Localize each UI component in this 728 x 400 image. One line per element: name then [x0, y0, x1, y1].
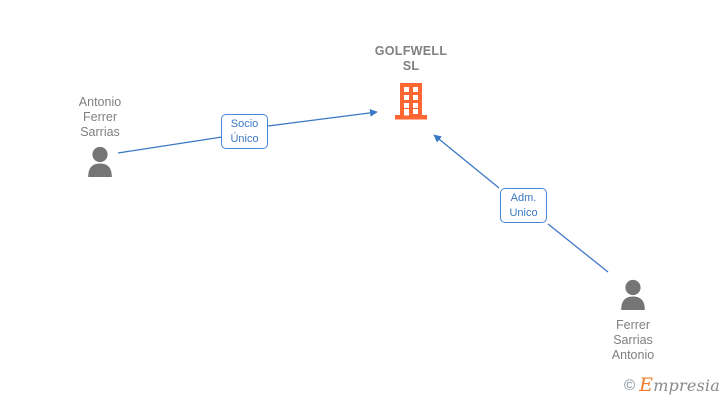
company-name-line2: SL — [402, 59, 420, 73]
person-right-icon-wrapper — [578, 278, 688, 314]
relation-label-socio-unico[interactable]: Socio Único — [221, 114, 268, 149]
edge-adm-unico-segment-1 — [547, 223, 609, 273]
relation-socio-line2: Único — [230, 133, 259, 145]
company-name-line1: GOLFWELL — [374, 44, 448, 58]
person-left-name-line1: Antonio — [78, 95, 122, 109]
relation-label-adm-unico[interactable]: Adm. Unico — [500, 188, 547, 223]
person-right-name-line2: Sarrias — [613, 333, 653, 347]
edge-socio-unico-segment-1 — [117, 136, 223, 154]
person-left-name-line3: Sarrias — [80, 125, 120, 139]
relation-socio-line1: Socio — [230, 118, 259, 130]
building-icon-wrapper — [356, 81, 466, 121]
brand-rest: mpresia — [653, 376, 720, 395]
building-icon — [395, 83, 427, 120]
person-icon — [621, 279, 645, 310]
person-left-icon-wrapper — [45, 145, 155, 181]
edge-socio-unico-segment-2 — [267, 109, 378, 127]
brand-name: Empresia — [639, 376, 720, 395]
relation-adm-line2: Unico — [509, 207, 538, 219]
company-node-golfwell[interactable]: GOLFWELL SL — [356, 44, 466, 121]
person-node-antonio-ferrer-sarrias[interactable]: Antonio Ferrer Sarrias — [45, 95, 155, 181]
person-right-name-line3: Antonio — [611, 348, 655, 362]
person-left-name-line2: Ferrer — [82, 110, 118, 124]
person-node-ferrer-sarrias-antonio[interactable]: Ferrer Sarrias Antonio — [578, 278, 688, 363]
watermark: © Empresia — [624, 376, 720, 395]
edge-adm-unico-segment-2 — [433, 134, 500, 189]
copyright-icon: © — [624, 377, 636, 394]
person-right-name-line1: Ferrer — [615, 318, 651, 332]
person-icon — [88, 146, 112, 177]
brand-initial: E — [639, 374, 654, 396]
relation-adm-line1: Adm. — [510, 192, 537, 204]
